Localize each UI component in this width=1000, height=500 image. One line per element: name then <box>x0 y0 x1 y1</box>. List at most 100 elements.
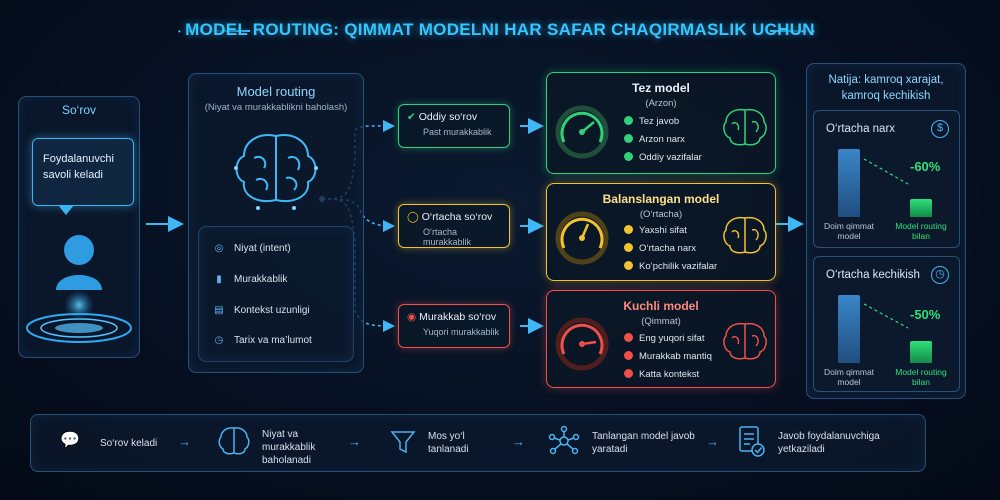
speedometer-icon <box>555 317 609 371</box>
factor-history: ◷ Tarix va ma’lumot <box>212 335 312 346</box>
class-complex: ◉ Murakkab so‘rov Yuqori murakkablik <box>398 304 510 348</box>
bar-routing <box>910 199 932 217</box>
class-sub: Yuqori murakkablik <box>423 327 500 337</box>
class-sub: Past murakkablik <box>423 127 492 137</box>
feature-label: Tez javob <box>639 116 680 127</box>
check-icon <box>624 333 633 342</box>
arrow-icon: → <box>512 434 525 449</box>
speedometer-icon <box>555 211 609 265</box>
bar-expensive <box>838 149 860 217</box>
cost-card: O‘rtacha narx $ -60% Doim qimmat model M… <box>813 110 960 248</box>
cost-reduction: -60% <box>910 159 941 174</box>
feature-item: O‘rtacha narx <box>624 243 696 254</box>
title-decoration-left: • • • <box>178 27 206 36</box>
feature-label: Murakkab mantiq <box>639 351 712 362</box>
class-title: O‘rtacha so‘rov <box>421 211 493 223</box>
target-icon: ◎ <box>214 243 224 254</box>
card-title: O‘rtacha kechikish <box>826 269 920 281</box>
factor-list <box>198 226 354 362</box>
router-subtitle: (Niyat va murakkablikni baholash) <box>204 102 348 113</box>
factor-context: ▤ Kontekst uzunligi <box>212 305 310 316</box>
check-icon <box>624 369 633 378</box>
class-simple: ✔ Oddiy so‘rov Past murakkablik <box>398 104 510 148</box>
feature-label: Katta kontekst <box>639 369 700 380</box>
bar-label: Model routing bilan <box>895 367 947 387</box>
user-icon <box>26 235 132 343</box>
feature-label: Yaxshi sifat <box>639 225 687 236</box>
feature-item: Yaxshi sifat <box>624 225 687 236</box>
bar-routing <box>910 340 932 363</box>
network-icon <box>548 425 580 455</box>
feature-item: Ko‘pchilik vazifalar <box>624 261 717 272</box>
feature-item: Arzon narx <box>624 134 685 145</box>
filter-icon <box>390 431 416 454</box>
feature-label: Oddiy vazifalar <box>639 152 702 163</box>
check-icon <box>624 261 633 270</box>
flow-step: Tanlangan model javob yaratadi <box>592 431 695 455</box>
title-decoration-right: • • • <box>790 27 818 36</box>
bubble-tail <box>58 205 74 215</box>
feature-item: Tez javob <box>624 116 679 127</box>
latency-reduction: -50% <box>910 307 941 322</box>
feature-item: Katta kontekst <box>624 369 699 380</box>
model-title: Kuchli model <box>623 299 699 313</box>
factor-intent: ◎ Niyat (intent) <box>212 243 291 254</box>
check-document-icon <box>739 426 765 457</box>
factor-label: Murakkablik <box>234 274 288 285</box>
check-icon: ✔ <box>407 111 416 123</box>
card-title: O‘rtacha narx <box>826 123 896 135</box>
factor-label: Niyat (intent) <box>234 243 291 254</box>
class-title: Oddiy so‘rov <box>418 111 478 123</box>
arrow-icon: → <box>706 434 719 449</box>
model-sub: (Qimmat) <box>641 316 681 327</box>
bar-label: Doim qimmat model <box>823 367 875 387</box>
factor-complexity: ▮Murakkablik <box>212 274 287 285</box>
latency-card: O‘rtacha kechikish ◷ -50% Doim qimmat mo… <box>813 256 960 392</box>
class-medium: ◯ O‘rtacha so‘rov O‘rtacha murakkablik <box>398 204 510 248</box>
model-sub: (O‘rtacha) <box>639 209 683 220</box>
brain-icon <box>234 134 318 210</box>
feature-label: Ko‘pchilik vazifalar <box>639 261 718 272</box>
brain-icon <box>723 322 767 360</box>
feature-item: Eng yuqori sifat <box>624 333 704 344</box>
model-title: Balanslangan model <box>602 192 720 206</box>
brain-icon <box>218 427 250 455</box>
feature-label: Eng yuqori sifat <box>639 333 705 344</box>
result-title: Natija: kamroq xarajat, kamroq kechikish <box>828 74 944 102</box>
circle-icon: ◯ <box>407 211 419 223</box>
arrow-icon: → <box>178 434 191 449</box>
bar-label: Doim qimmat model <box>823 221 875 241</box>
check-icon <box>624 243 633 252</box>
circle-icon: ◉ <box>407 311 417 323</box>
page-title: MODEL ROUTING: QIMMAT MODELNI HAR SAFAR … <box>185 20 815 39</box>
class-sub: O‘rtacha murakkablik <box>423 227 472 247</box>
factor-label: Kontekst uzunligi <box>234 305 310 316</box>
chat-icon: 💬 <box>60 432 80 449</box>
title-line-right <box>770 30 810 32</box>
check-icon <box>624 225 633 234</box>
clock-icon: ◷ <box>931 266 949 284</box>
factor-label: Tarix va ma’lumot <box>234 335 312 346</box>
dollar-icon: $ <box>931 120 949 138</box>
brain-icon <box>723 216 767 254</box>
check-icon <box>624 116 633 125</box>
document-icon: ▤ <box>214 305 224 316</box>
feature-label: O‘rtacha narx <box>639 243 697 254</box>
clock-icon: ◷ <box>214 335 224 346</box>
flow-step: Javob foydalanuvchiga yetkaziladi <box>778 431 880 455</box>
router-title: Model routing <box>236 84 316 99</box>
feature-item: Murakkab mantiq <box>624 351 712 362</box>
flow-step: Mos yo‘l tanlanadi <box>428 431 469 455</box>
bar-expensive <box>838 295 860 363</box>
title-line-left <box>210 30 250 32</box>
brain-icon <box>723 108 767 146</box>
check-icon <box>624 134 633 143</box>
class-title: Murakkab so‘rov <box>419 311 497 323</box>
request-bubble: Foydalanuvchi savoli keladi <box>32 138 134 206</box>
check-icon <box>624 351 633 360</box>
flow-step: Niyat va murakkablik baholanadi <box>262 429 316 466</box>
flow-step: So‘rov keladi <box>100 438 158 449</box>
speedometer-icon <box>555 105 609 159</box>
arrow-icon: → <box>348 434 361 449</box>
